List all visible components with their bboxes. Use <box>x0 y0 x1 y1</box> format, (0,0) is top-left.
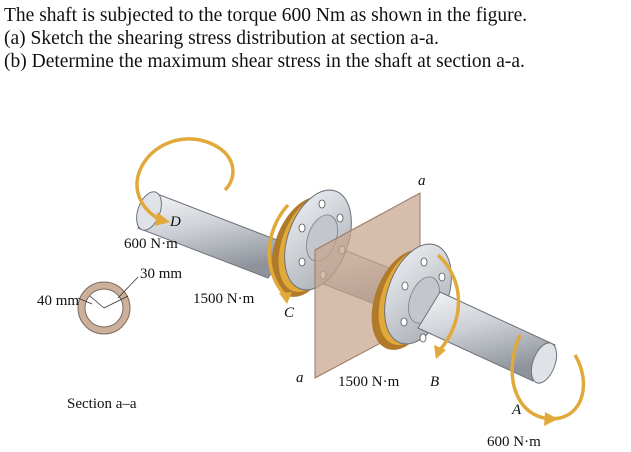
torque-label-b: 1500 N·m <box>338 374 400 390</box>
torque-arrow-d <box>135 137 235 226</box>
shaft-segment-d <box>136 191 291 279</box>
problem-statement: The shaft is subjected to the torque 600… <box>4 4 628 73</box>
label-b: B <box>430 374 439 390</box>
torque-label-d: 600 N·m <box>124 236 178 252</box>
section-cross-section <box>77 276 139 335</box>
outer-radius-dim: 40 mm <box>37 293 79 309</box>
problem-line-2: (a) Sketch the shearing stress distribut… <box>4 28 439 49</box>
torque-label-a: 600 N·m <box>487 434 541 450</box>
problem-line-1: The shaft is subjected to the torque 600… <box>4 5 528 26</box>
label-c: C <box>284 305 295 321</box>
section-label-bottom: a <box>296 370 304 386</box>
shaft-segment-a <box>417 291 558 384</box>
inner-radius-dim: 30 mm <box>140 266 182 282</box>
torque-arrow-b <box>434 253 461 359</box>
torque-arrow-a <box>510 334 586 426</box>
torque-label-c: 1500 N·m <box>193 291 255 307</box>
problem-line-3: (b) Determine the maximum shear stress i… <box>4 51 525 72</box>
section-caption: Section a–a <box>67 396 137 412</box>
label-a: A <box>511 402 522 418</box>
label-d: D <box>169 214 181 230</box>
section-label-top: a <box>418 173 426 189</box>
torque-arrow-c <box>267 203 292 304</box>
